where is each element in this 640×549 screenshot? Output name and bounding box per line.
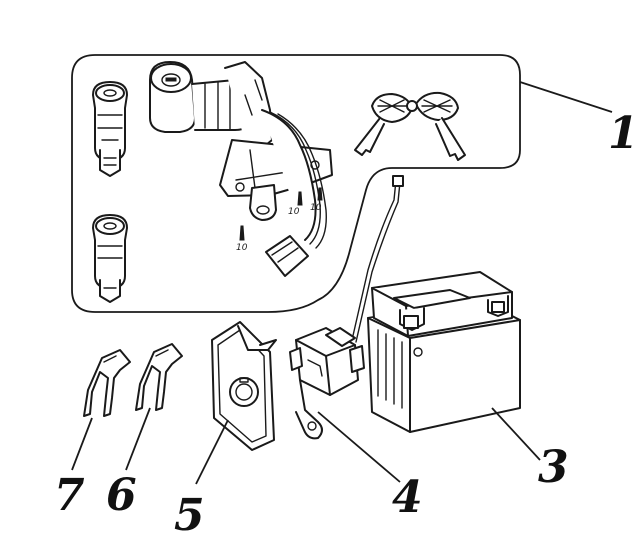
relay-wire-2 [355, 181, 401, 343]
relay-wire [351, 179, 397, 341]
lock-cylinder-bottom [92, 214, 128, 303]
lock-cylinder-top [92, 81, 128, 177]
battery [367, 271, 521, 433]
ignition-switch-assembly [149, 61, 333, 277]
screw-label-3: 10 [310, 203, 322, 213]
leader-3 [491, 407, 541, 461]
callout-3: 3 [538, 442, 569, 493]
screw-label-2: 10 [288, 207, 300, 217]
wire-connector [392, 175, 404, 187]
starter-relay [289, 327, 365, 440]
leader-5 [195, 419, 229, 485]
spring-clip-6 [135, 343, 183, 411]
key-pair [354, 91, 466, 161]
leader-4 [317, 411, 401, 483]
leader-1 [519, 81, 613, 113]
callout-6: 6 [106, 470, 137, 521]
leader-7 [71, 417, 93, 471]
lock-set-group-box [71, 54, 521, 313]
leader-6 [125, 407, 151, 471]
callout-4: 4 [392, 472, 423, 523]
callout-7: 7 [54, 470, 85, 521]
callout-1: 1 [608, 108, 639, 159]
callout-5: 5 [174, 490, 205, 541]
spring-clip-7 [83, 349, 131, 417]
screw-label-1: 10 [236, 243, 248, 253]
mounting-bracket [211, 321, 277, 451]
